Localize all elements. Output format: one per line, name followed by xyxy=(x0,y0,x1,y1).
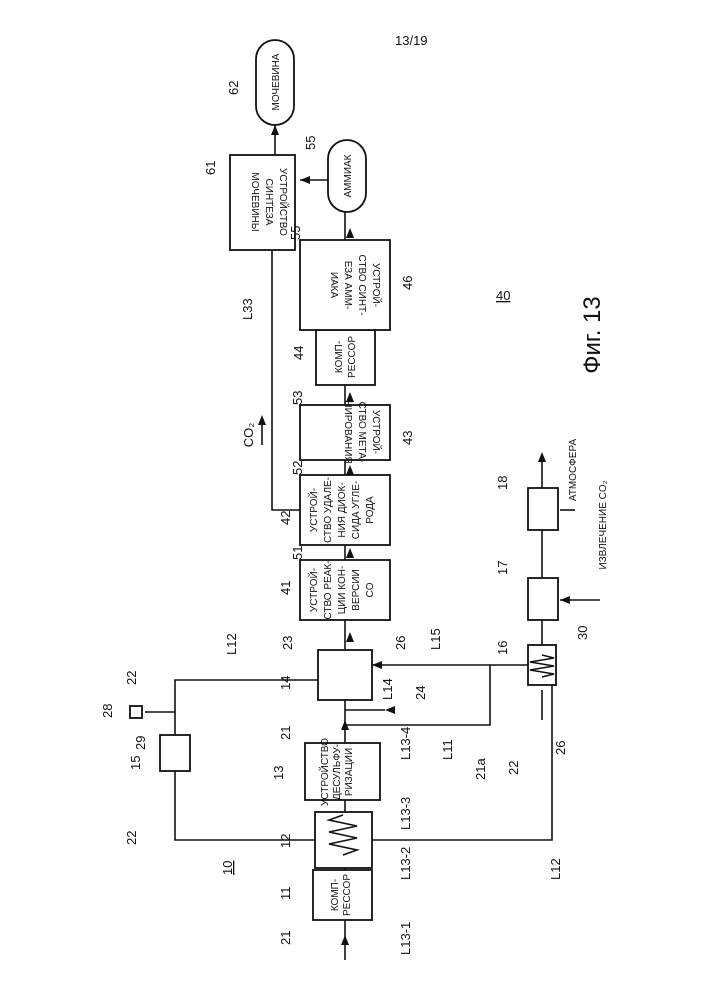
ref-11: 11 xyxy=(278,887,293,901)
line-L12-bottom: L12 xyxy=(548,858,563,880)
ref-53: 53 xyxy=(290,391,305,405)
urea-label: МОЧЕВИНА xyxy=(271,53,282,110)
ref-21: 21 xyxy=(278,726,293,740)
unit-18 xyxy=(528,488,558,530)
heat-exchanger-12 xyxy=(315,812,372,868)
block-13-label: УСТРОЙСТВОДЕСУЛЬФУ-РИЗАЦИИ xyxy=(318,738,355,806)
ammonia-label: АММИАК xyxy=(343,154,354,197)
ref-41: 41 xyxy=(278,581,293,595)
ref-22-top: 22 xyxy=(124,671,139,685)
co2-recovery-label: ИЗВЛЕЧЕНИЕ CO₂ xyxy=(598,480,609,569)
ref-18: 18 xyxy=(495,476,510,490)
ref-21a: 21a xyxy=(473,758,488,780)
line-L13-4: L13-4 xyxy=(398,727,413,760)
line-L13-3: L13-3 xyxy=(398,797,413,830)
line-L12-top: L12 xyxy=(224,633,239,655)
ref-21-inlet: 21 xyxy=(278,931,293,945)
ref-52: 52 xyxy=(290,461,305,475)
ref-26-bottom: 26 xyxy=(553,741,568,755)
block-11-label: КОМП-РЕССОР xyxy=(330,874,353,916)
ref-55-stream: 55 xyxy=(288,226,303,240)
co2-flow-label: CO₂ xyxy=(241,423,256,448)
ref-29: 29 xyxy=(133,736,148,750)
ref-43: 43 xyxy=(400,431,415,445)
line-L33: L33 xyxy=(240,298,255,320)
ref-44: 44 xyxy=(291,346,306,360)
unit-28 xyxy=(130,706,142,718)
ref-24: 24 xyxy=(413,686,428,700)
ref-30: 30 xyxy=(575,626,590,640)
line-L13-2: L13-2 xyxy=(398,847,413,880)
ref-17: 17 xyxy=(495,561,510,575)
ref-22-left: 22 xyxy=(124,831,139,845)
ref-23: 23 xyxy=(280,636,295,650)
ref-55-tank: 55 xyxy=(303,136,318,150)
line-labels: L13-1 L13-2 L13-3 L13-4 L14 L11 L12 L12 … xyxy=(224,298,563,955)
ref-61: 61 xyxy=(203,161,218,175)
compressor-44 xyxy=(316,330,375,385)
ref-14: 14 xyxy=(278,676,293,690)
ref-15: 15 xyxy=(128,756,143,770)
ref-22-right: 22 xyxy=(506,761,521,775)
unit-17 xyxy=(528,578,558,620)
line-L13-1: L13-1 xyxy=(398,922,413,955)
page-number: 13/19 xyxy=(395,33,428,48)
atmosphere-label: АТМОСФЕРА xyxy=(568,439,579,502)
line-L14: L14 xyxy=(380,678,395,700)
figure-label: Фиг. 13 xyxy=(579,296,606,374)
ref-46: 46 xyxy=(400,276,415,290)
unit-15 xyxy=(160,735,190,771)
ref-26: 26 xyxy=(393,636,408,650)
ref-62: 62 xyxy=(226,81,241,95)
line-L11: L11 xyxy=(440,739,455,760)
ref-51: 51 xyxy=(290,546,305,560)
ref-13: 13 xyxy=(271,766,286,780)
unit-14 xyxy=(318,650,372,700)
ref-10: 10 xyxy=(220,861,235,875)
ref-12: 12 xyxy=(278,834,293,848)
ref-16: 16 xyxy=(495,641,510,655)
ref-40: 40 xyxy=(496,288,510,303)
ref-42: 42 xyxy=(278,511,293,525)
line-L15: L15 xyxy=(428,628,443,650)
ref-28: 28 xyxy=(100,704,115,718)
